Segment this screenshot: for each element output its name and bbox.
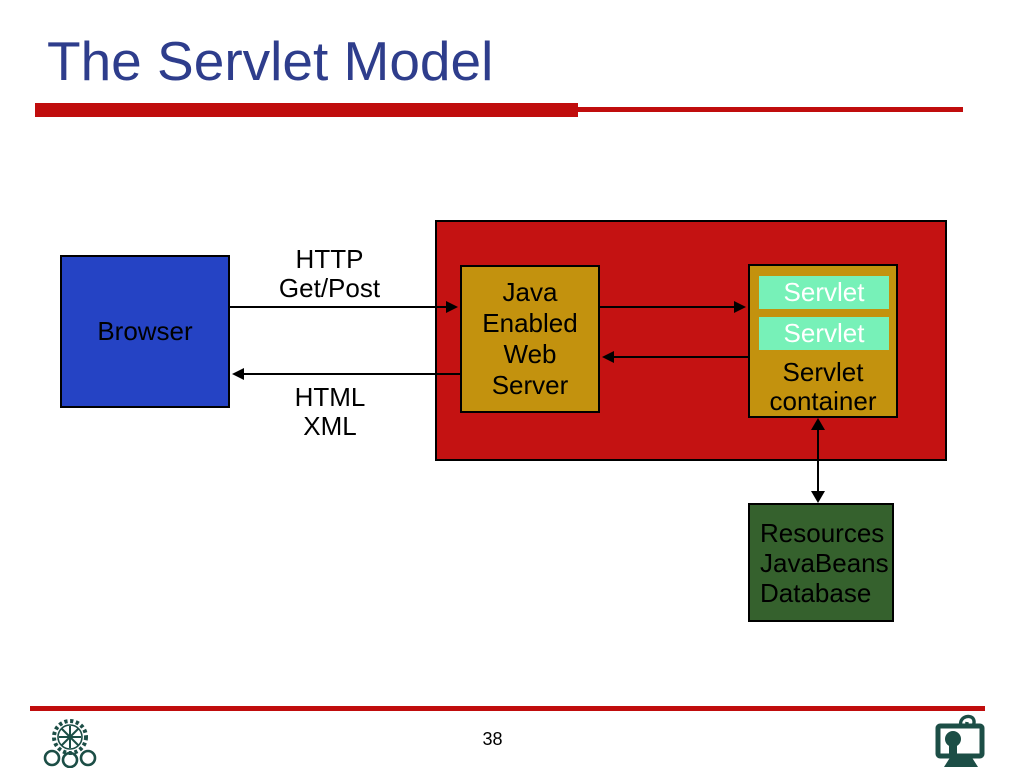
servlet-box-top: Servlet <box>759 276 889 309</box>
title-underline-thick <box>35 103 578 117</box>
footer-rule <box>30 706 985 711</box>
web-server-line4: Server <box>491 370 569 400</box>
servlet-container-box: Servlet Servlet Servlet container <box>748 264 898 418</box>
page-number: 38 <box>482 729 503 749</box>
html-response-label: HTML XML <box>250 383 410 441</box>
http-request-line1: HTTP <box>295 244 364 274</box>
browser-box: Browser <box>60 255 230 408</box>
resources-line3: Database <box>760 577 872 608</box>
servlet-box-bottom: Servlet <box>759 317 889 350</box>
computer-engineering-logo-icon <box>928 712 992 768</box>
web-server-line3: Web <box>503 339 557 369</box>
resources-line1: Resources <box>760 517 885 548</box>
title-underline-thin <box>578 107 963 112</box>
web-server-line1: Java <box>502 277 558 307</box>
slide-title: The Servlet Model <box>47 30 494 92</box>
http-request-line2: Get/Post <box>278 273 381 303</box>
servlet-container-label-line1: Servlet <box>782 357 864 387</box>
sharif-university-emblem-icon <box>38 716 102 768</box>
http-request-label: HTTP Get/Post <box>247 245 412 303</box>
web-server-line2: Enabled <box>482 308 578 338</box>
html-response-line2: XML <box>303 411 357 441</box>
java-web-server-box: Java Enabled Web Server <box>460 265 600 413</box>
servlet-container-label: Servlet container <box>750 358 896 416</box>
browser-label: Browser <box>97 316 193 346</box>
servlet-top-label: Servlet <box>783 277 865 307</box>
resources-box: Resources JavaBeans Database <box>748 503 894 622</box>
html-response-line1: HTML <box>294 382 366 412</box>
servlet-bottom-label: Servlet <box>783 318 865 348</box>
servlet-container-label-line2: container <box>769 386 877 416</box>
resources-line2: JavaBeans <box>760 547 889 578</box>
arrow-html-response <box>232 368 460 380</box>
